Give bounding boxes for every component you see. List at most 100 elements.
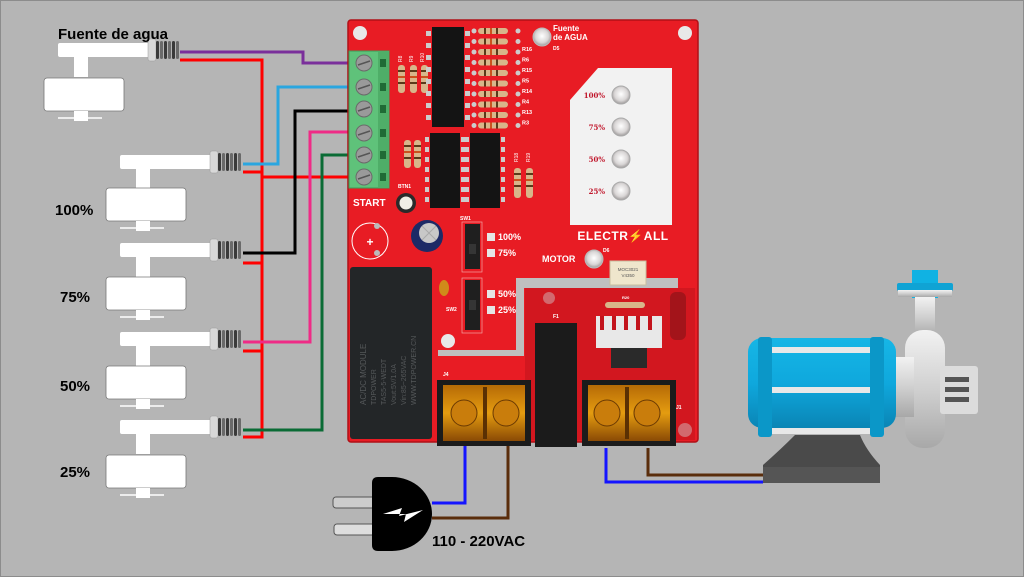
wire-100 [243, 85, 350, 166]
wire-pump-neutral [604, 448, 763, 484]
float-sensor-s25 [105, 415, 241, 498]
float-sensor-s100 [105, 150, 241, 231]
cap-c4-outline [351, 222, 389, 260]
led-fuente-ref: D5 [553, 46, 560, 52]
resistor-ref-label: R6 [522, 58, 529, 64]
isolation-slot [438, 278, 678, 356]
psu-module-text: Vin:85~265VAC [401, 356, 408, 405]
resistor [398, 65, 405, 93]
switch-sw2[interactable] [461, 277, 483, 334]
terminal-j4-ac-input [437, 380, 531, 446]
level-led-label: 25% [589, 187, 606, 196]
sensor-label-75: 75% [60, 289, 90, 306]
resistor-ref-label: R5 [522, 79, 529, 85]
resistor [514, 168, 521, 198]
terminal-screw [355, 124, 373, 142]
motor-led-ref: D6 [603, 248, 610, 254]
level-led [611, 181, 631, 201]
level-led [611, 149, 631, 169]
ic-u1 [432, 27, 464, 127]
supply-voltage-label: 110 - 220VAC [432, 533, 525, 550]
terminal-screw [355, 100, 373, 118]
fuse-ref: F1 [553, 314, 559, 320]
svg-text:+: + [366, 235, 373, 249]
resistor-ref-label: R15 [522, 68, 532, 74]
wire-25 [243, 153, 350, 432]
terminal-screw [355, 146, 373, 164]
ic-u2 [430, 133, 460, 208]
resistor [478, 101, 508, 108]
capacitor-c1 [439, 280, 449, 296]
led-fuente-agua [532, 27, 552, 47]
resistor [478, 91, 508, 97]
j4-ref: J4 [443, 372, 449, 378]
switch-sw1[interactable] [461, 221, 483, 273]
wire-75 [243, 109, 350, 255]
wire-ac-line-in [432, 445, 510, 520]
resistor [414, 140, 421, 168]
switch-option-label: 100% [498, 232, 521, 242]
float-sensor-fuente [43, 38, 179, 121]
resistor-ref-label: R10 [420, 53, 426, 62]
resistor-ref-label: R8 [398, 55, 404, 62]
resistor-ref-label: R4 [522, 100, 530, 106]
level-led [611, 117, 631, 137]
level-led-label: 75% [589, 123, 606, 132]
mounting-hole [353, 26, 367, 40]
wire-50 [243, 130, 350, 344]
wire-pump-line [646, 448, 763, 477]
water-pump [748, 270, 978, 483]
resistor [478, 80, 508, 87]
level-led-label: 50% [589, 155, 606, 164]
resistor [478, 122, 508, 129]
motor-label: MOTOR [542, 254, 576, 264]
resistor [526, 168, 533, 198]
resistor-ref-label: R16 [522, 47, 532, 53]
r20-ref: R20 [622, 295, 630, 300]
wire-common-red [180, 58, 264, 432]
switch-option-label: 50% [498, 289, 516, 299]
pump-motor [748, 338, 896, 428]
led-motor [584, 249, 604, 269]
threaded-fitting-icon [218, 418, 241, 436]
lightning-icon [383, 508, 423, 522]
ic-u3 [470, 133, 500, 208]
psu-module-text: TDPOWER [371, 369, 378, 405]
sensor-terminal-block [348, 50, 390, 189]
resistor-ref-label: R3 [522, 121, 529, 127]
led-fuente-label-2: de AGUA [553, 33, 588, 42]
mounting-hole [441, 334, 455, 348]
float-sensor-s50 [105, 327, 241, 409]
sensor-label-100: 100% [55, 202, 93, 219]
terminal-screw [355, 168, 373, 186]
fuente-de-agua-label: Fuente de agua [58, 26, 169, 43]
sensor-label-50: 50% [60, 378, 90, 395]
start-button[interactable] [396, 193, 416, 213]
resistor-ref-label: R9 [409, 55, 415, 62]
svg-text:V4350: V4350 [621, 273, 635, 278]
resistor [478, 112, 508, 118]
threaded-fitting-icon [218, 241, 241, 259]
level-led-label: 100% [584, 91, 606, 100]
psu-module-text: AC/DC MODULE [359, 344, 368, 405]
float-body [105, 454, 187, 489]
resistor-ref-label: R14 [522, 89, 533, 95]
psu-module-text: TAS5-5-WEDT [381, 358, 388, 405]
brand-logo: ELECTR⚡ALL [577, 229, 668, 243]
svg-text:MOC3021: MOC3021 [618, 267, 639, 272]
resistor-ref-label: R19 [526, 153, 532, 162]
sw1-ref: SW1 [460, 216, 471, 222]
resistor-ref-label: R13 [522, 110, 532, 116]
resistor [478, 59, 508, 66]
resistor [404, 140, 411, 168]
start-label: START [353, 198, 386, 209]
threaded-fitting-icon [218, 330, 241, 348]
plug-prong-top [332, 496, 376, 509]
resistor-r20 [605, 302, 645, 308]
float-body [105, 187, 187, 222]
resistor [410, 65, 417, 93]
switch-option-label: 75% [498, 248, 516, 258]
resistor [478, 38, 508, 45]
